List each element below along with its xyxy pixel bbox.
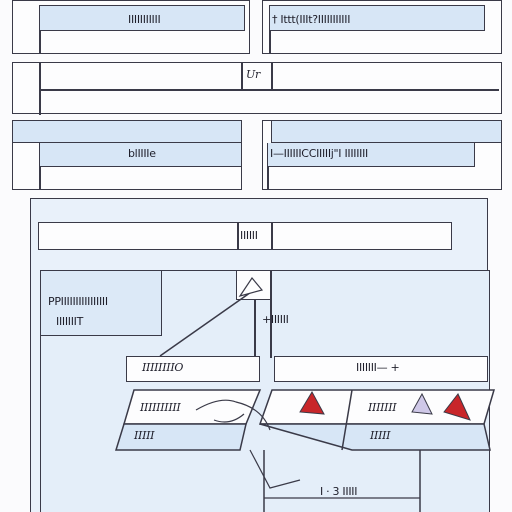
red-marker-1 — [299, 390, 325, 415]
red-marker-2 — [443, 393, 471, 421]
mid-right-label: IIIIIII— + — [356, 361, 400, 374]
top-right-band — [269, 5, 485, 31]
mid-right-box — [274, 356, 488, 382]
para-right-label: IIIIIII — [368, 401, 397, 414]
left-panel — [40, 270, 162, 336]
top-left-label: IIIIIIIIIII — [128, 13, 161, 26]
bottom-left-label: IIIII — [134, 429, 155, 442]
top-right-block — [262, 0, 502, 54]
foot-label: I · 3 IIIII — [320, 485, 358, 498]
row3-right-block — [262, 120, 502, 190]
lower-top-bar — [38, 222, 452, 250]
left-panel-line1: PPIIIIIIIIIIIIIIII — [48, 295, 108, 308]
row3-right-label: I—IIIIIICCIIIIIj"I IIIIIIII — [270, 147, 369, 160]
row3-left-block — [12, 120, 242, 190]
top-left-block — [12, 0, 250, 54]
mid-left-box — [126, 356, 260, 382]
row3-left-band — [13, 121, 241, 143]
left-panel-line2: IIIIIIIT — [56, 315, 84, 328]
mid-left-label: IIIIIIIIO — [142, 361, 184, 374]
row3-left-band2 — [39, 143, 241, 167]
row3-right-band — [271, 121, 501, 143]
row2-center-label: Ur — [246, 68, 260, 81]
row3-left-label: blIIIIe — [128, 147, 156, 160]
row3-right-band2 — [267, 143, 475, 167]
para-left-label: IIIIIIIIII — [140, 401, 181, 414]
center-label: +IIIIII — [262, 313, 289, 326]
top-left-band — [39, 5, 245, 31]
top-right-label: † Ittt(IIIt?IIIIIIIIIII — [272, 13, 351, 26]
bottom-right-label: IIIII — [370, 429, 391, 442]
lower-top-label: IIIIII — [240, 229, 258, 242]
row2-block — [12, 62, 502, 115]
